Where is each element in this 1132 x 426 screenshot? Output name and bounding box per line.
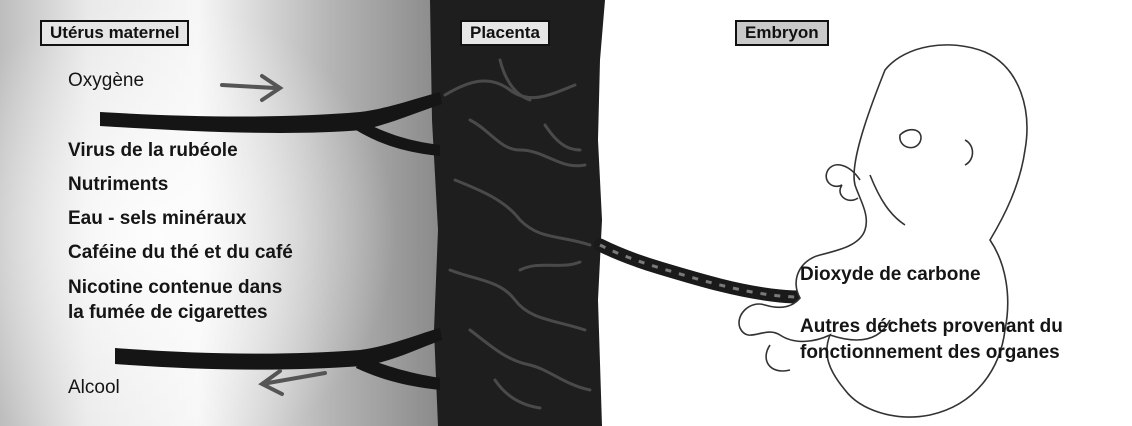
substance-rubella: Virus de la rubéole bbox=[68, 140, 238, 162]
substance-nicotine-line2: la fumée de cigarettes bbox=[68, 302, 268, 324]
substance-nutrients: Nutriments bbox=[68, 174, 168, 196]
waste-other-line1: Autres déchets provenant du bbox=[800, 316, 1063, 338]
substance-water-salts: Eau - sels minéraux bbox=[68, 208, 246, 230]
substance-caffeine: Caféine du thé et du café bbox=[68, 242, 293, 264]
embryo-header: Embryon bbox=[735, 20, 829, 46]
waste-co2: Dioxyde de carbone bbox=[800, 264, 981, 286]
substance-nicotine-line1: Nicotine contenue dans bbox=[68, 277, 282, 299]
waste-other-line2: fonctionnement des organes bbox=[800, 342, 1060, 364]
oxygen-label: Oxygène bbox=[68, 70, 144, 92]
uterus-header: Utérus maternel bbox=[40, 20, 189, 46]
placenta-header: Placenta bbox=[460, 20, 550, 46]
alcohol-label: Alcool bbox=[68, 377, 120, 399]
